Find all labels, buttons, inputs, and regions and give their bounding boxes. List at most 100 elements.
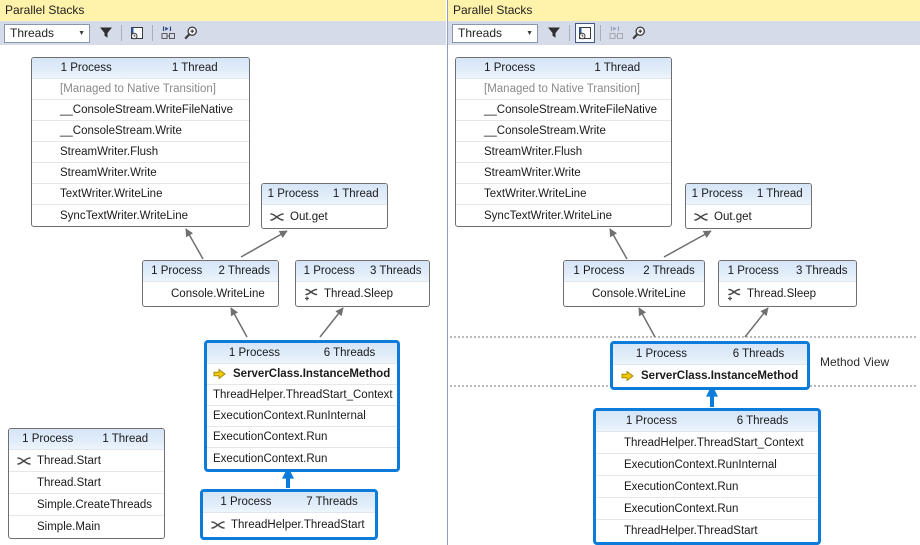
stack-frame[interactable]: SyncTextWriter.WriteLine bbox=[32, 205, 249, 226]
thread-plus-icon-wrap bbox=[304, 287, 318, 301]
stack-frame[interactable]: ServerClass.InstanceMethod bbox=[613, 365, 807, 387]
stack-frame[interactable]: ThreadHelper.ThreadStart_Context bbox=[596, 432, 818, 454]
stack-frame[interactable]: ExecutionContext.RunInternal bbox=[207, 406, 397, 427]
call-arrow bbox=[638, 307, 656, 338]
frame-method-name: [Managed to Native Transition] bbox=[60, 83, 216, 95]
frame-method-name: __ConsoleStream.WriteFileNative bbox=[484, 104, 657, 116]
frame-method-name: SyncTextWriter.WriteLine bbox=[484, 209, 613, 222]
toggle-method-view-button[interactable] bbox=[127, 23, 147, 43]
stack-frame[interactable]: __ConsoleStream.Write bbox=[456, 121, 671, 142]
box-header: 1 Process 1 Thread bbox=[32, 58, 249, 79]
frame-method-name: ThreadHelper.ThreadStart bbox=[231, 519, 365, 531]
stack-frame[interactable]: TextWriter.WriteLine bbox=[32, 184, 249, 205]
stack-frame[interactable]: Simple.CreateThreads bbox=[9, 494, 164, 516]
stack-frame[interactable]: Thread.Start bbox=[9, 472, 164, 494]
stack-frame[interactable]: StreamWriter.Flush bbox=[32, 142, 249, 163]
panel-divider[interactable] bbox=[446, 0, 448, 545]
stack-frame[interactable]: TextWriter.WriteLine bbox=[456, 184, 671, 205]
autoscroll-current-frame-button[interactable] bbox=[158, 23, 178, 43]
stack-frame[interactable]: __ConsoleStream.WriteFileNative bbox=[32, 100, 249, 121]
stack-frame[interactable]: StreamWriter.Write bbox=[32, 163, 249, 184]
stack-frame[interactable]: __ConsoleStream.WriteFileNative bbox=[456, 100, 671, 121]
stack-frame[interactable]: Out.get bbox=[686, 205, 811, 228]
show-only-flagged-button[interactable] bbox=[96, 23, 116, 43]
frame-method-name: ServerClass.InstanceMethod bbox=[233, 368, 391, 380]
zoom-magnifier-icon bbox=[183, 25, 197, 39]
thread-icon-wrap bbox=[270, 211, 284, 223]
stack-frame[interactable]: Out.get bbox=[262, 205, 387, 228]
call-arrow bbox=[609, 228, 628, 260]
parallel-stacks-panel-left: Parallel Stacks Threads ▼ bbox=[0, 0, 446, 545]
thread-count: 2 Threads bbox=[218, 265, 271, 277]
stack-frame[interactable]: StreamWriter.Flush bbox=[456, 142, 671, 163]
stack-frame[interactable]: Thread.Start bbox=[9, 450, 164, 472]
stack-frame[interactable]: StreamWriter.Write bbox=[456, 163, 671, 184]
stack-frame[interactable]: [Managed to Native Transition] bbox=[456, 79, 671, 100]
stack-frame[interactable]: ThreadHelper.ThreadStart_Context bbox=[207, 385, 397, 406]
toolbar-separator bbox=[152, 25, 153, 41]
stack-frame[interactable]: Console.WriteLine bbox=[143, 282, 278, 306]
toggle-zoom-control-button[interactable] bbox=[628, 23, 648, 43]
call-arrow bbox=[185, 228, 204, 260]
stack-frame[interactable]: ServerClass.InstanceMethod bbox=[207, 364, 397, 385]
thread-count: 6 Threads bbox=[323, 347, 376, 359]
call-arrow bbox=[744, 307, 769, 338]
toolbar: Threads ▼ bbox=[0, 21, 446, 45]
stack-frame[interactable]: [Managed to Native Transition] bbox=[32, 79, 249, 100]
stack-frame[interactable]: ThreadHelper.ThreadStart bbox=[203, 513, 375, 537]
autoscroll-icon bbox=[609, 26, 623, 39]
stack-frame[interactable]: ExecutionContext.Run bbox=[596, 476, 818, 498]
stack-frame[interactable]: __ConsoleStream.Write bbox=[32, 121, 249, 142]
frame-method-name: __ConsoleStream.Write bbox=[60, 125, 182, 137]
stack-frame[interactable]: ExecutionContext.Run bbox=[207, 427, 397, 448]
filter-funnel-icon bbox=[548, 27, 560, 38]
threads-tasks-combobox[interactable]: Threads ▼ bbox=[452, 23, 538, 43]
thread-count: 1 Thread bbox=[332, 188, 379, 200]
tool-window-title: Parallel Stacks bbox=[448, 0, 920, 21]
stack-frame[interactable]: ThreadHelper.ThreadStart bbox=[596, 520, 818, 542]
stack-frame[interactable]: SyncTextWriter.WriteLine bbox=[456, 205, 671, 226]
method-view-icon bbox=[578, 27, 591, 40]
stack-frame-box[interactable]: 1 Process 1 Thread [Managed to Native Tran… bbox=[31, 57, 250, 227]
frame-method-name: Out.get bbox=[290, 210, 328, 223]
toggle-method-view-button[interactable] bbox=[575, 23, 595, 43]
thread-count: 3 Threads bbox=[795, 265, 848, 277]
toolbar-separator bbox=[600, 25, 601, 41]
stack-frame[interactable]: Simple.Main bbox=[9, 516, 164, 538]
toggle-zoom-control-button[interactable] bbox=[180, 23, 200, 43]
thread-count: 1 Thread bbox=[171, 62, 218, 74]
stack-frame[interactable]: Thread.Sleep bbox=[296, 282, 429, 306]
frame-method-name: StreamWriter.Flush bbox=[60, 146, 159, 158]
current-frame-icon bbox=[621, 370, 634, 382]
stack-frame[interactable]: ExecutionContext.Run bbox=[207, 448, 397, 469]
process-count: 1 Process bbox=[60, 62, 112, 74]
stack-frame[interactable]: ExecutionContext.RunInternal bbox=[596, 454, 818, 476]
autoscroll-icon bbox=[161, 26, 175, 39]
show-only-flagged-button[interactable] bbox=[544, 23, 564, 43]
process-count: 1 Process bbox=[22, 433, 74, 445]
stack-frame[interactable]: ExecutionContext.Run bbox=[596, 498, 818, 520]
current-frame-icon-wrap bbox=[213, 368, 226, 380]
stack-frame[interactable]: Thread.Sleep bbox=[719, 282, 856, 306]
thread-count: 1 Thread bbox=[594, 62, 641, 74]
stack-frame[interactable]: Console.WriteLine bbox=[564, 282, 704, 306]
threads-tasks-combobox[interactable]: Threads ▼ bbox=[4, 23, 90, 43]
